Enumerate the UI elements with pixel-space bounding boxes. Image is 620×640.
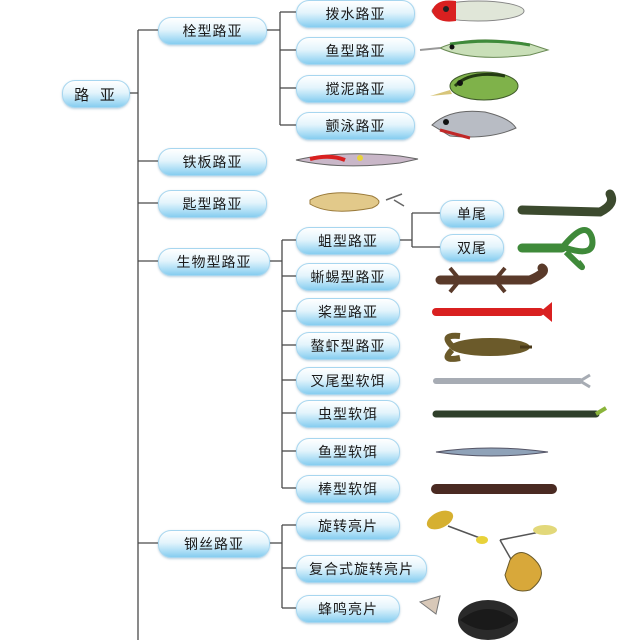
tail-double: 双尾 <box>440 234 504 262</box>
worm-bait-image <box>432 406 608 418</box>
single-tail-grub-image <box>517 189 617 217</box>
buzzbait-image <box>418 595 518 640</box>
forktail-bait-image <box>433 373 591 389</box>
sub-crayfish: 螯虾型路亚 <box>296 332 400 360</box>
sub-lizard: 蜥蜴型路亚 <box>296 263 400 291</box>
sub-forktail: 叉尾型软饵 <box>296 367 400 395</box>
metal-jig-image <box>295 153 419 167</box>
minnow-lure-image <box>419 39 550 58</box>
sub-grub: 蛆型路亚 <box>296 227 400 255</box>
tail-single: 单尾 <box>440 200 504 228</box>
sub-buzzbait: 蜂鸣亮片 <box>296 595 400 623</box>
sub-soft-fish: 鱼型软饵 <box>296 438 400 466</box>
soft-fish-bait-image <box>435 447 549 457</box>
root-node: 路 亚 <box>62 80 130 108</box>
sub-spinnerbait: 复合式旋转亮片 <box>296 555 427 583</box>
category-plug-lure: 栓型路亚 <box>158 17 267 45</box>
sub-stick: 棒型软饵 <box>296 475 400 503</box>
spinnerbait-image <box>499 525 557 592</box>
crayfish-lure-image <box>444 332 532 362</box>
category-spinner: 钢丝路亚 <box>158 530 270 558</box>
paddle-tail-image <box>432 302 552 322</box>
popper-lure-image <box>431 0 525 22</box>
double-tail-grub-image <box>517 227 596 271</box>
sub-worm: 虫型软饵 <box>296 400 400 428</box>
vibration-lure-image <box>431 110 517 140</box>
category-metal-jig: 铁板路亚 <box>158 148 267 176</box>
sub-crankbait: 搅泥路亚 <box>296 75 415 103</box>
sub-popper: 拨水路亚 <box>296 0 415 28</box>
sub-minnow: 鱼型路亚 <box>296 37 415 65</box>
category-soft-bait: 生物型路亚 <box>158 248 270 276</box>
spoon-lure-image <box>309 192 405 212</box>
spinner-lure-image <box>426 510 488 544</box>
sub-vibration: 颤泳路亚 <box>296 112 415 140</box>
sub-paddle: 桨型路亚 <box>296 298 400 326</box>
sub-spinner: 旋转亮片 <box>296 512 400 540</box>
crankbait-lure-image <box>430 71 519 101</box>
category-spoon-lure: 匙型路亚 <box>158 190 267 218</box>
lizard-lure-image <box>435 263 548 294</box>
